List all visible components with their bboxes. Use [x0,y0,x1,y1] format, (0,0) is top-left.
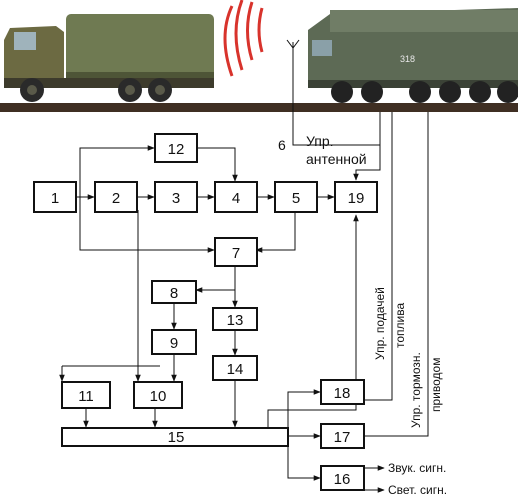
block-13: 13 [212,307,258,331]
brake-control-label-2: приводом [429,358,443,412]
antenna-icon [286,39,300,104]
block-11-label: 11 [78,388,94,405]
block-7: 7 [214,237,258,267]
line-6-label: 6 [278,137,286,153]
block-8: 8 [151,280,197,304]
antenna-control-label-2: антенной [306,151,367,167]
block-10: 10 [133,381,183,409]
block-9: 9 [151,329,197,355]
radio-waves-icon [223,0,264,77]
block-12: 12 [154,133,198,163]
vehicle-number: 318 [400,54,415,64]
truck-picture [4,14,214,102]
connection-lines [59,104,429,493]
antenna-control-label-1: Упр. [306,133,334,149]
launcher-picture: 318 [308,8,518,103]
block-13-label: 13 [227,312,244,329]
sound-signal-label: Звук. сигн. [388,461,446,475]
block-5: 5 [274,181,318,213]
block-5-label: 5 [292,190,300,207]
block-16: 16 [320,465,365,491]
block-18: 18 [320,379,365,405]
block-19-label: 19 [348,190,365,207]
block-9-label: 9 [170,335,178,352]
block-1: 1 [33,181,77,213]
brake-control-label-1: Упр. тормозн. [409,352,423,428]
block-16-label: 16 [334,471,351,488]
block-15: 15 [61,427,289,447]
block-4-label: 4 [232,190,240,207]
block-2: 2 [94,181,138,213]
block-17-label: 17 [334,429,351,446]
block-18-label: 18 [334,385,351,402]
block-3: 3 [154,181,198,213]
block-14-label: 14 [227,361,244,378]
block-12-label: 12 [168,141,185,158]
block-10-label: 10 [150,388,167,405]
block-1-label: 1 [51,190,59,207]
block-15-label: 15 [168,429,185,446]
fuel-control-label-2: топлива [393,303,407,348]
block-3-label: 3 [172,190,180,207]
block-7-label: 7 [232,245,240,262]
block-17: 17 [320,423,365,449]
block-4: 4 [214,181,258,213]
block-8-label: 8 [170,285,178,302]
fuel-control-label-1: Упр. подачей [373,287,387,360]
block-2-label: 2 [112,190,120,207]
ground-strip [0,103,518,112]
block-11: 11 [61,381,111,409]
block-19: 19 [334,181,378,213]
light-signal-label: Свет. сигн. [388,483,447,497]
vehicle-photo: 318 [0,0,518,112]
block-14: 14 [212,355,258,381]
